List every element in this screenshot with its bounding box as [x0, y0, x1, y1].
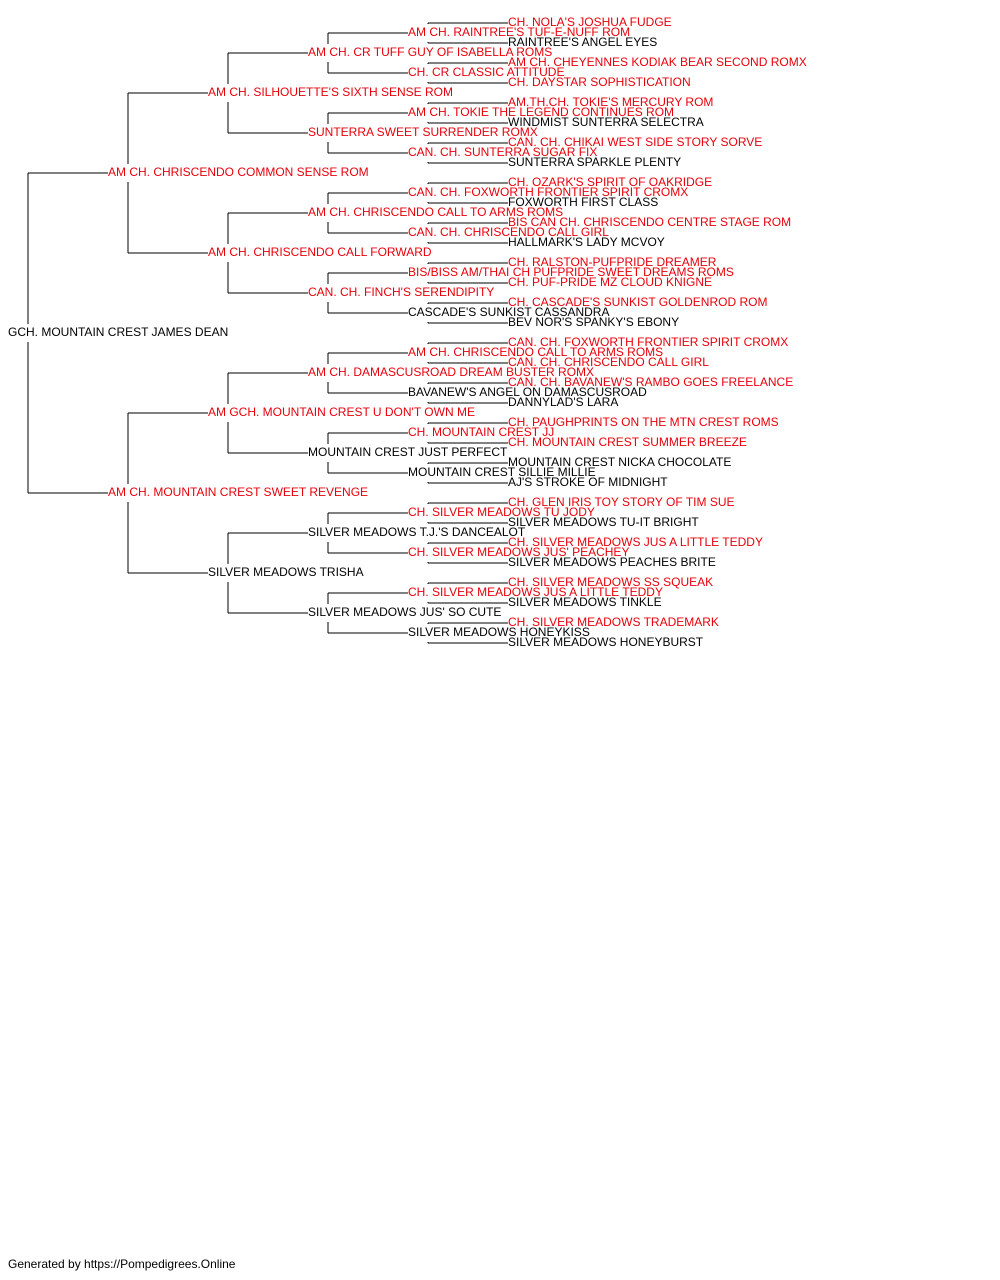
ancestor-name-gen3: CAN. CH. FINCH'S SERENDIPITY	[308, 285, 494, 299]
ancestor-name-gen4: AM CH. TOKIE THE LEGEND CONTINUES ROM	[408, 105, 674, 119]
ancestor-name-gen2: AM GCH. MOUNTAIN CREST U DON'T OWN ME	[208, 405, 475, 419]
ancestor-name-gen2: AM CH. SILHOUETTE'S SIXTH SENSE ROM	[208, 85, 453, 99]
ancestor-name-gen5: WINDMIST SUNTERRA SELECTRA	[508, 115, 704, 129]
ancestor-name-gen4: CH. SILVER MEADOWS JUS' PEACHEY	[408, 545, 629, 559]
ancestor-name-gen4: AM CH. CHRISCENDO CALL TO ARMS ROMS	[408, 345, 663, 359]
ancestor-name-gen5: CH. SILVER MEADOWS JUS A LITTLE TEDDY	[508, 535, 763, 549]
ancestor-name-gen5: CH. PAUGHPRINTS ON THE MTN CREST ROMS	[508, 415, 779, 429]
ancestor-name-gen5: SILVER MEADOWS TINKLE	[508, 595, 662, 609]
ancestor-name-gen3: AM CH. CR TUFF GUY OF ISABELLA ROMS	[308, 45, 552, 59]
ancestor-name-gen3: SUNTERRA SWEET SURRENDER ROMX	[308, 125, 538, 139]
ancestor-name-gen3: AM CH. CHRISCENDO CALL TO ARMS ROMS	[308, 205, 563, 219]
ancestor-name-gen4: AM CH. RAINTREE'S TUF-E-NUFF ROM	[408, 25, 630, 39]
ancestor-name-gen5: CH. MOUNTAIN CREST SUMMER BREEZE	[508, 435, 747, 449]
ancestor-name-gen2: AM CH. CHRISCENDO CALL FORWARD	[208, 245, 432, 259]
ancestor-name-gen5: CH. SILVER MEADOWS SS SQUEAK	[508, 575, 713, 589]
ancestor-name-gen4: BIS/BISS AM/THAI CH PUFPRIDE SWEET DREAM…	[408, 265, 734, 279]
ancestor-name-gen5: CAN. CH. FOXWORTH FRONTIER SPIRIT CROMX	[508, 335, 788, 349]
ancestor-name-gen5: SILVER MEADOWS TU-IT BRIGHT	[508, 515, 699, 529]
ancestor-name-gen5: CH. DAYSTAR SOPHISTICATION	[508, 75, 691, 89]
ancestor-name-gen5: DANNYLAD'S LARA	[508, 395, 618, 409]
ancestor-name-gen2: SILVER MEADOWS TRISHA	[208, 565, 364, 579]
ancestor-name-gen5: CH. NOLA'S JOSHUA FUDGE	[508, 15, 672, 29]
ancestor-name-gen4: CH. SILVER MEADOWS TU JODY	[408, 505, 595, 519]
ancestor-name-gen4: CAN. CH. SUNTERRA SUGAR FIX	[408, 145, 597, 159]
subject-name: GCH. MOUNTAIN CREST JAMES DEAN	[8, 325, 228, 339]
ancestor-name-gen4: CH. CR CLASSIC ATTITUDE	[408, 65, 564, 79]
ancestor-name-gen5: CH. CASCADE'S SUNKIST GOLDENROD ROM	[508, 295, 767, 309]
ancestor-name-gen1: AM CH. MOUNTAIN CREST SWEET REVENGE	[108, 485, 368, 499]
ancestor-name-gen5: BIS CAN CH. CHRISCENDO CENTRE STAGE ROM	[508, 215, 791, 229]
ancestor-name-gen4: CH. SILVER MEADOWS JUS A LITTLE TEDDY	[408, 585, 663, 599]
ancestor-name-gen5: BEV NOR'S SPANKY'S EBONY	[508, 315, 679, 329]
ancestor-name-gen5: HALLMARK'S LADY MCVOY	[508, 235, 665, 249]
ancestor-name-gen3: SILVER MEADOWS T.J.'S DANCEALOT	[308, 525, 526, 539]
ancestor-name-gen5: SILVER MEADOWS PEACHES BRITE	[508, 555, 716, 569]
ancestor-name-gen5: AJ'S STROKE OF MIDNIGHT	[508, 475, 668, 489]
ancestor-name-gen5: CAN. CH. CHIKAI WEST SIDE STORY SORVE	[508, 135, 762, 149]
ancestor-name-gen3: SILVER MEADOWS JUS' SO CUTE	[308, 605, 501, 619]
ancestor-name-gen5: MOUNTAIN CREST NICKA CHOCOLATE	[508, 455, 731, 469]
ancestor-name-gen5: FOXWORTH FIRST CLASS	[508, 195, 658, 209]
ancestor-name-gen4: CAN. CH. CHRISCENDO CALL GIRL	[408, 225, 609, 239]
ancestor-name-gen3: MOUNTAIN CREST JUST PERFECT	[308, 445, 508, 459]
ancestor-name-gen5: SILVER MEADOWS HONEYBURST	[508, 635, 704, 649]
ancestor-name-gen3: AM CH. DAMASCUSROAD DREAM BUSTER ROMX	[308, 365, 594, 379]
ancestor-name-gen5: CAN. CH. CHRISCENDO CALL GIRL	[508, 355, 709, 369]
ancestor-name-gen5: CH. OZARK'S SPIRIT OF OAKRIDGE	[508, 175, 712, 189]
ancestor-name-gen4: CASCADE'S SUNKIST CASSANDRA	[408, 305, 609, 319]
ancestor-name-gen4: BAVANEW'S ANGEL ON DAMASCUSROAD	[408, 385, 647, 399]
ancestor-name-gen4: MOUNTAIN CREST SILLIE MILLIE	[408, 465, 596, 479]
footer-credit: Generated by https://Pompedigrees.Online	[8, 1257, 236, 1271]
ancestor-name-gen4: SILVER MEADOWS HONEYKISS	[408, 625, 590, 639]
ancestor-name-gen5: AM CH. CHEYENNES KODIAK BEAR SECOND ROMX	[508, 55, 807, 69]
ancestor-name-gen4: CAN. CH. FOXWORTH FRONTIER SPIRIT CROMX	[408, 185, 688, 199]
ancestor-name-gen4: CH. MOUNTAIN CREST JJ	[408, 425, 554, 439]
ancestor-name-gen1: AM CH. CHRISCENDO COMMON SENSE ROM	[108, 165, 369, 179]
ancestor-name-gen5: CH. PUF-PRIDE MZ CLOUD KNIGNE	[508, 275, 712, 289]
ancestor-name-gen5: AM.TH.CH. TOKIE'S MERCURY ROM	[508, 95, 713, 109]
ancestor-name-gen5: CH. SILVER MEADOWS TRADEMARK	[508, 615, 719, 629]
ancestor-name-gen5: CAN. CH. BAVANEW'S RAMBO GOES FREELANCE	[508, 375, 793, 389]
ancestor-name-gen5: SUNTERRA SPARKLE PLENTY	[508, 155, 681, 169]
ancestor-name-gen5: RAINTREE'S ANGEL EYES	[508, 35, 657, 49]
ancestor-name-gen5: CH. RALSTON-PUFPRIDE DREAMER	[508, 255, 717, 269]
ancestor-name-gen5: CH. GLEN IRIS TOY STORY OF TIM SUE	[508, 495, 735, 509]
